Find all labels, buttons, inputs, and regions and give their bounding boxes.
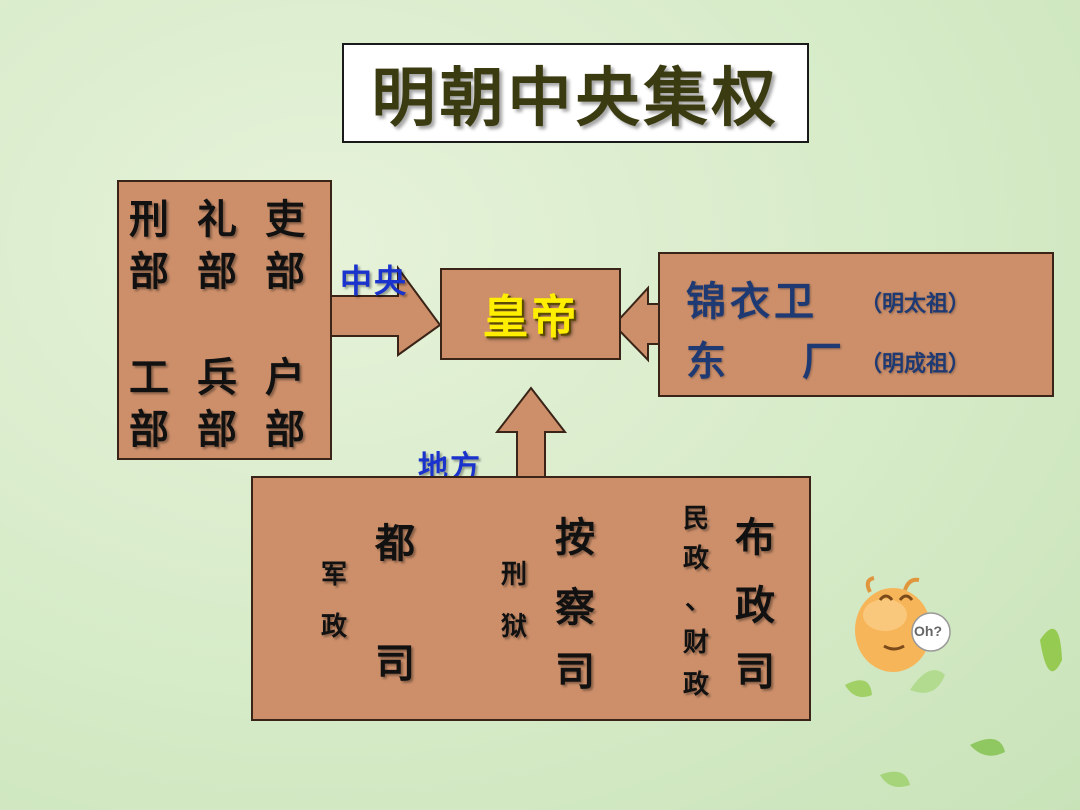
dept-char: 部 (197, 407, 237, 453)
agency-note: 政 (683, 544, 710, 574)
agency-char: 司 (555, 649, 595, 695)
emperor-char: 皇 (482, 290, 531, 344)
label-central: 中央 (340, 262, 409, 300)
agency-note: 、 (685, 586, 712, 616)
mascot-icon (855, 576, 951, 672)
central-departments-box: 刑 礼 吏 部 部 部 工 兵 户 部 部 部 (117, 180, 332, 460)
agency-char: 察 (555, 585, 595, 631)
emperor-box: 皇 帝 (440, 268, 621, 360)
leaf-decoration (970, 738, 1005, 756)
emperor-char: 帝 (530, 290, 579, 344)
police-name: 锦衣卫 (686, 279, 818, 325)
agency-note: 民 (683, 504, 710, 534)
agency-note: 政 (321, 612, 348, 642)
dept-char: 部 (129, 407, 169, 453)
mascot-bubble-text: Oh? (914, 623, 942, 639)
title-box: 明朝中央集权 (342, 43, 809, 143)
secret-police-box: 锦衣卫 （明太祖） 东 厂 （明成祖） (658, 252, 1054, 397)
arrow-central-to-emperor (329, 264, 442, 357)
agency-note: 狱 (501, 612, 528, 642)
dept-char: 部 (129, 249, 169, 295)
agency-char: 布 (735, 515, 775, 561)
leaf-decoration (910, 670, 945, 693)
dept-char: 工 (129, 355, 169, 401)
dept-char: 礼 (197, 197, 237, 243)
leaf-decoration (1040, 628, 1062, 672)
agency-char: 司 (735, 649, 775, 695)
police-name: 厂 (802, 339, 842, 385)
police-note: （明成祖） (860, 352, 971, 377)
police-note: （明太祖） (860, 292, 971, 317)
dept-char: 兵 (197, 355, 237, 401)
dept-char: 部 (197, 249, 237, 295)
agency-note: 财 (683, 628, 710, 658)
agency-char: 司 (375, 641, 415, 687)
dept-char: 刑 (129, 197, 169, 243)
dept-char: 部 (265, 249, 305, 295)
leaf-decoration (880, 771, 910, 788)
agency-char: 都 (375, 521, 415, 567)
page-title: 明朝中央集权 (371, 62, 780, 136)
arrow-local-to-emperor (494, 386, 568, 478)
agency-char: 按 (555, 515, 595, 561)
police-name: 东 (686, 339, 726, 385)
local-agencies-box: 都 军 政 司 按 刑 狱 察 司 民 政 、 财 政 布 政 司 (251, 476, 811, 721)
dept-char: 部 (265, 407, 305, 453)
dept-char: 吏 (265, 197, 305, 243)
agency-note: 军 (321, 560, 348, 590)
agency-char: 政 (735, 583, 775, 629)
agency-note: 政 (683, 670, 710, 700)
leaf-decoration (845, 680, 872, 698)
agency-note: 刑 (501, 560, 528, 590)
dept-char: 户 (265, 355, 305, 401)
